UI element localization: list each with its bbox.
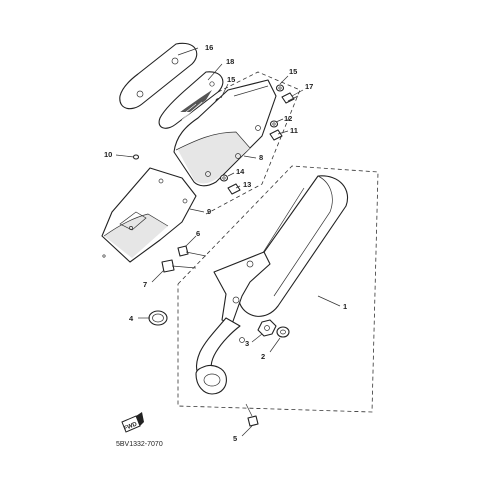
callout-7: 7 (143, 280, 147, 289)
gasket-4 (148, 310, 168, 326)
front-marker-label: FWD (123, 421, 139, 432)
callout-6: 6 (196, 229, 200, 238)
callout-15-left: 15 (227, 75, 235, 84)
lower-heat-protector (101, 167, 197, 263)
callout-10: 10 (104, 150, 112, 159)
callout-5: 5 (233, 434, 237, 443)
muffler-bracket (213, 251, 271, 343)
bolt-11 (269, 129, 283, 141)
callout-8: 8 (259, 153, 263, 162)
callout-14: 14 (236, 167, 245, 176)
nut-3 (257, 319, 277, 337)
leader-lines (115, 47, 341, 437)
muffler-body (237, 175, 348, 317)
bolt-17 (281, 92, 299, 104)
bolt-6 (177, 245, 207, 257)
callout-15-right: 15 (289, 67, 297, 76)
front-direction-marker: FWD (121, 412, 144, 433)
callout-17: 17 (305, 82, 313, 91)
callout-13: 13 (243, 180, 251, 189)
callout-16: 16 (205, 43, 213, 52)
screw-10 (132, 154, 140, 160)
collar-2 (276, 326, 290, 338)
part-reference-code: 5BV1332-7070 (116, 441, 163, 448)
washer-14 (219, 174, 229, 182)
callout-9: 9 (207, 207, 211, 216)
assembly-boundary-upper (205, 71, 301, 215)
bolt-7 (161, 259, 197, 273)
callout-2: 2 (261, 352, 265, 361)
bolt-5 (245, 403, 259, 427)
upper-heat-protector (173, 79, 277, 187)
bolt-13 (227, 183, 241, 195)
callout-12: 12 (284, 114, 292, 123)
oval-cover-plate (119, 42, 198, 110)
callout-11: 11 (290, 126, 298, 135)
callout-18: 18 (226, 57, 234, 66)
callout-3: 3 (245, 339, 249, 348)
callout-1: 1 (343, 302, 347, 311)
mesh-guard-plate (158, 71, 224, 129)
washer-15-right (275, 84, 285, 92)
assembly-boundary-lower (177, 165, 379, 413)
callout-4: 4 (129, 314, 134, 323)
washer-12 (269, 120, 279, 128)
exhaust-pipe (195, 317, 241, 395)
callout-labels: 16 18 15 15 17 12 11 8 10 14 13 9 6 7 4 … (104, 43, 347, 443)
